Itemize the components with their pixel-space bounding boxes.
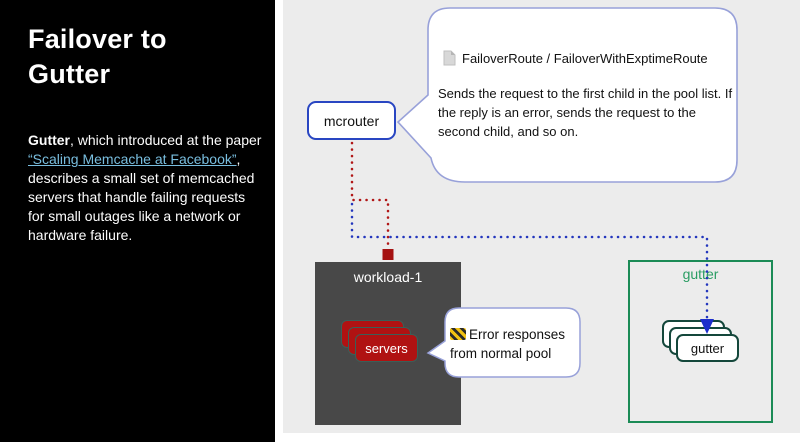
construction-barrier-icon <box>450 328 466 340</box>
mcrouter-label: mcrouter <box>323 112 380 129</box>
error-callout-label: Error responses from normal pool <box>450 327 566 361</box>
gutter-chip-front: gutter <box>676 334 739 362</box>
diagram-text-layer: FailoverRoute / FailoverWithExptimeRoute… <box>283 0 800 433</box>
failover-callout-body: Sends the request to the first child in … <box>438 86 733 139</box>
diagram-boxes-layer: mcrouter workload-1 servers gutter gutte… <box>283 0 800 433</box>
gutter-chip-label: gutter <box>690 340 725 356</box>
description-paragraph: Gutter, which introduced at the paper “S… <box>28 131 262 245</box>
servers-stack: servers <box>341 320 419 363</box>
failover-callout-title: FailoverRoute / FailoverWithExptimeRoute <box>462 50 708 66</box>
page-title: Failover to Gutter <box>28 24 167 89</box>
mcrouter-node: mcrouter <box>307 101 396 140</box>
left-text-panel: Failover to Gutter Gutter, which introdu… <box>0 0 275 442</box>
paragraph-text-1: , which introduced at the paper <box>70 132 262 148</box>
scaling-memcache-link[interactable]: “Scaling Memcache at Facebook” <box>28 151 237 167</box>
servers-label: servers <box>365 340 408 356</box>
paragraph-text-2: , describes a small set of memcached ser… <box>28 151 255 243</box>
gutter-bold-lead: Gutter <box>28 132 70 148</box>
error-callout-text: Error responses from normal pool <box>450 325 572 363</box>
failover-callout-title-row: FailoverRoute / FailoverWithExptimeRoute <box>443 50 708 66</box>
document-icon <box>443 50 456 66</box>
server-chip-front: servers <box>355 334 418 362</box>
diagram-canvas: mcrouter workload-1 servers gutter gutte… <box>283 0 800 433</box>
